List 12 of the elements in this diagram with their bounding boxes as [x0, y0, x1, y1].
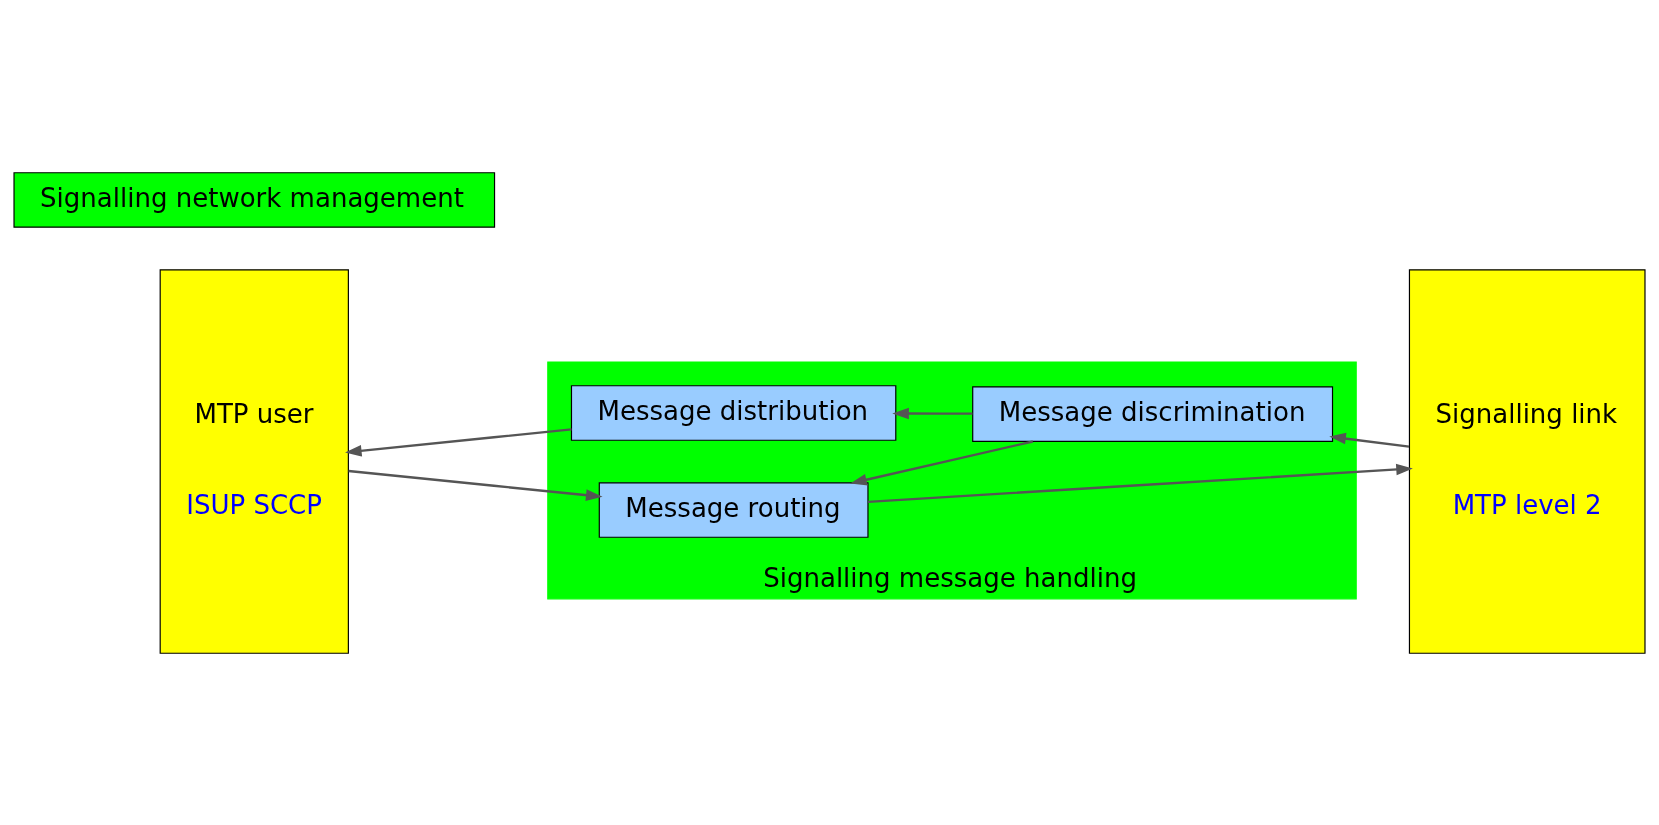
arrow — [850, 439, 1034, 485]
node-box: Message discrimination — [972, 385, 1334, 442]
arrow — [868, 463, 1413, 503]
node-box: Message routing — [598, 481, 869, 538]
node-box: Signalling network management — [13, 171, 496, 228]
arrow — [892, 407, 973, 419]
node-box: Message distribution — [570, 384, 897, 441]
node-box: MTP user ISUP SCCP — [159, 268, 349, 654]
arrow — [348, 469, 603, 501]
node-box: Signalling link MTP level 2 — [1408, 268, 1646, 654]
arrow — [1329, 432, 1410, 448]
arrow — [345, 427, 572, 457]
